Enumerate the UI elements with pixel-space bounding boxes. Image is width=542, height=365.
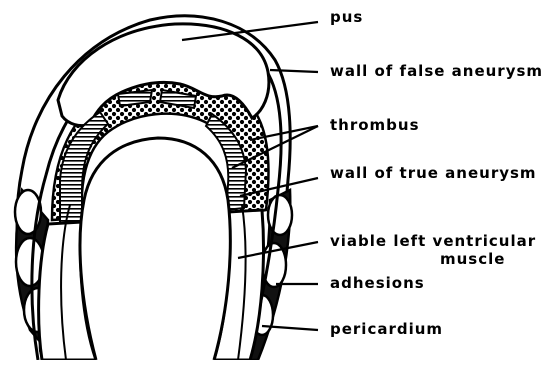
label-viable-muscle-line2: muscle bbox=[440, 250, 505, 268]
label-viable-muscle-line1: viable left ventricular bbox=[330, 232, 536, 250]
label-adhesions: adhesions bbox=[330, 274, 425, 292]
ventricle-cavity bbox=[80, 138, 230, 360]
label-pus: pus bbox=[330, 8, 363, 26]
label-wall-true-aneurysm: wall of true aneurysm bbox=[330, 164, 537, 182]
label-wall-false-aneurysm: wall of false aneurysm bbox=[330, 62, 542, 80]
label-thrombus: thrombus bbox=[330, 116, 420, 134]
label-pericardium: pericardium bbox=[330, 320, 443, 338]
